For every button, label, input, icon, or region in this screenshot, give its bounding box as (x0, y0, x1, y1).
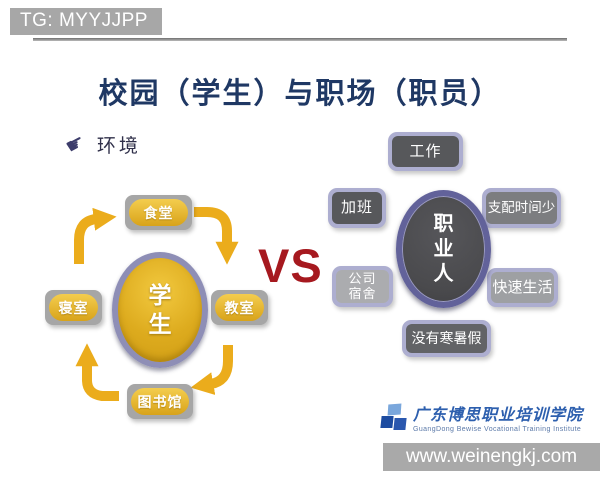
footer-url-badge: www.weinengkj.com (383, 443, 600, 471)
workplace-node-overtime-label: 加班 (332, 192, 382, 224)
campus-center-ellipse: 学生 (112, 252, 208, 368)
page-title: 校园（学生）与职场（职员） (98, 78, 502, 110)
arrow-classroom-to-library (190, 345, 233, 395)
workplace-center-label: 职业人 (433, 212, 454, 285)
workplace-node-fast-life-label: 快速生活 (491, 272, 554, 303)
institute-name-cn: 广东博思职业培训学院 (413, 407, 584, 424)
vs-label: VS (258, 239, 323, 292)
workplace-node-overtime: 加班 (328, 188, 386, 228)
arrow-dorm-to-canteen (74, 207, 117, 264)
header-divider (33, 38, 567, 41)
campus-center-label: 学生 (148, 282, 172, 337)
workplace-node-no-vacation: 没有寒暑假 (402, 320, 491, 357)
section-label: 环境 (96, 136, 141, 157)
workplace-node-less-free-time-label: 支配时间少 (486, 192, 557, 224)
workplace-node-work: 工作 (388, 132, 463, 171)
section-bullet: ☛ 环境 (62, 130, 141, 159)
workplace-node-work-label: 工作 (392, 136, 459, 167)
institute-logo-text: 广东博思职业培训学院 GuangDong Bewise Vocational T… (413, 401, 583, 433)
campus-node-library: 图书馆 (127, 384, 193, 419)
cubes-logo-icon (379, 401, 409, 434)
workplace-node-fast-life: 快速生活 (487, 268, 558, 307)
arrow-canteen-to-classroom (194, 207, 239, 265)
workplace-node-no-vacation-label: 没有寒暑假 (406, 324, 487, 353)
workplace-node-company-dorm: 公司宿舍 (332, 266, 393, 307)
campus-node-classroom-label: 教室 (215, 294, 264, 321)
campus-node-dormitory: 寝室 (45, 290, 102, 325)
campus-node-classroom: 教室 (211, 290, 268, 325)
workplace-node-company-dorm-label: 公司宿舍 (336, 270, 389, 303)
watermark-badge: TG: MYYJJPP (10, 8, 162, 35)
campus-node-canteen-label: 食堂 (129, 199, 188, 226)
workplace-node-less-free-time: 支配时间少 (482, 188, 561, 228)
institute-name-en: GuangDong Bewise Vocational Training Ins… (413, 426, 582, 433)
footer-url-text: www.weinengkj.com (405, 446, 578, 467)
pointing-hand-icon: ☛ (61, 129, 90, 160)
campus-node-canteen: 食堂 (125, 195, 192, 230)
campus-node-library-label: 图书馆 (131, 388, 189, 415)
arrow-library-to-dorm (75, 343, 119, 401)
workplace-center-ellipse: 职业人 (396, 190, 491, 308)
campus-node-dormitory-label: 寝室 (49, 294, 98, 321)
institute-logo: 广东博思职业培训学院 GuangDong Bewise Vocational T… (379, 401, 583, 434)
watermark-badge-text: TG: MYYJJPP (20, 9, 148, 31)
